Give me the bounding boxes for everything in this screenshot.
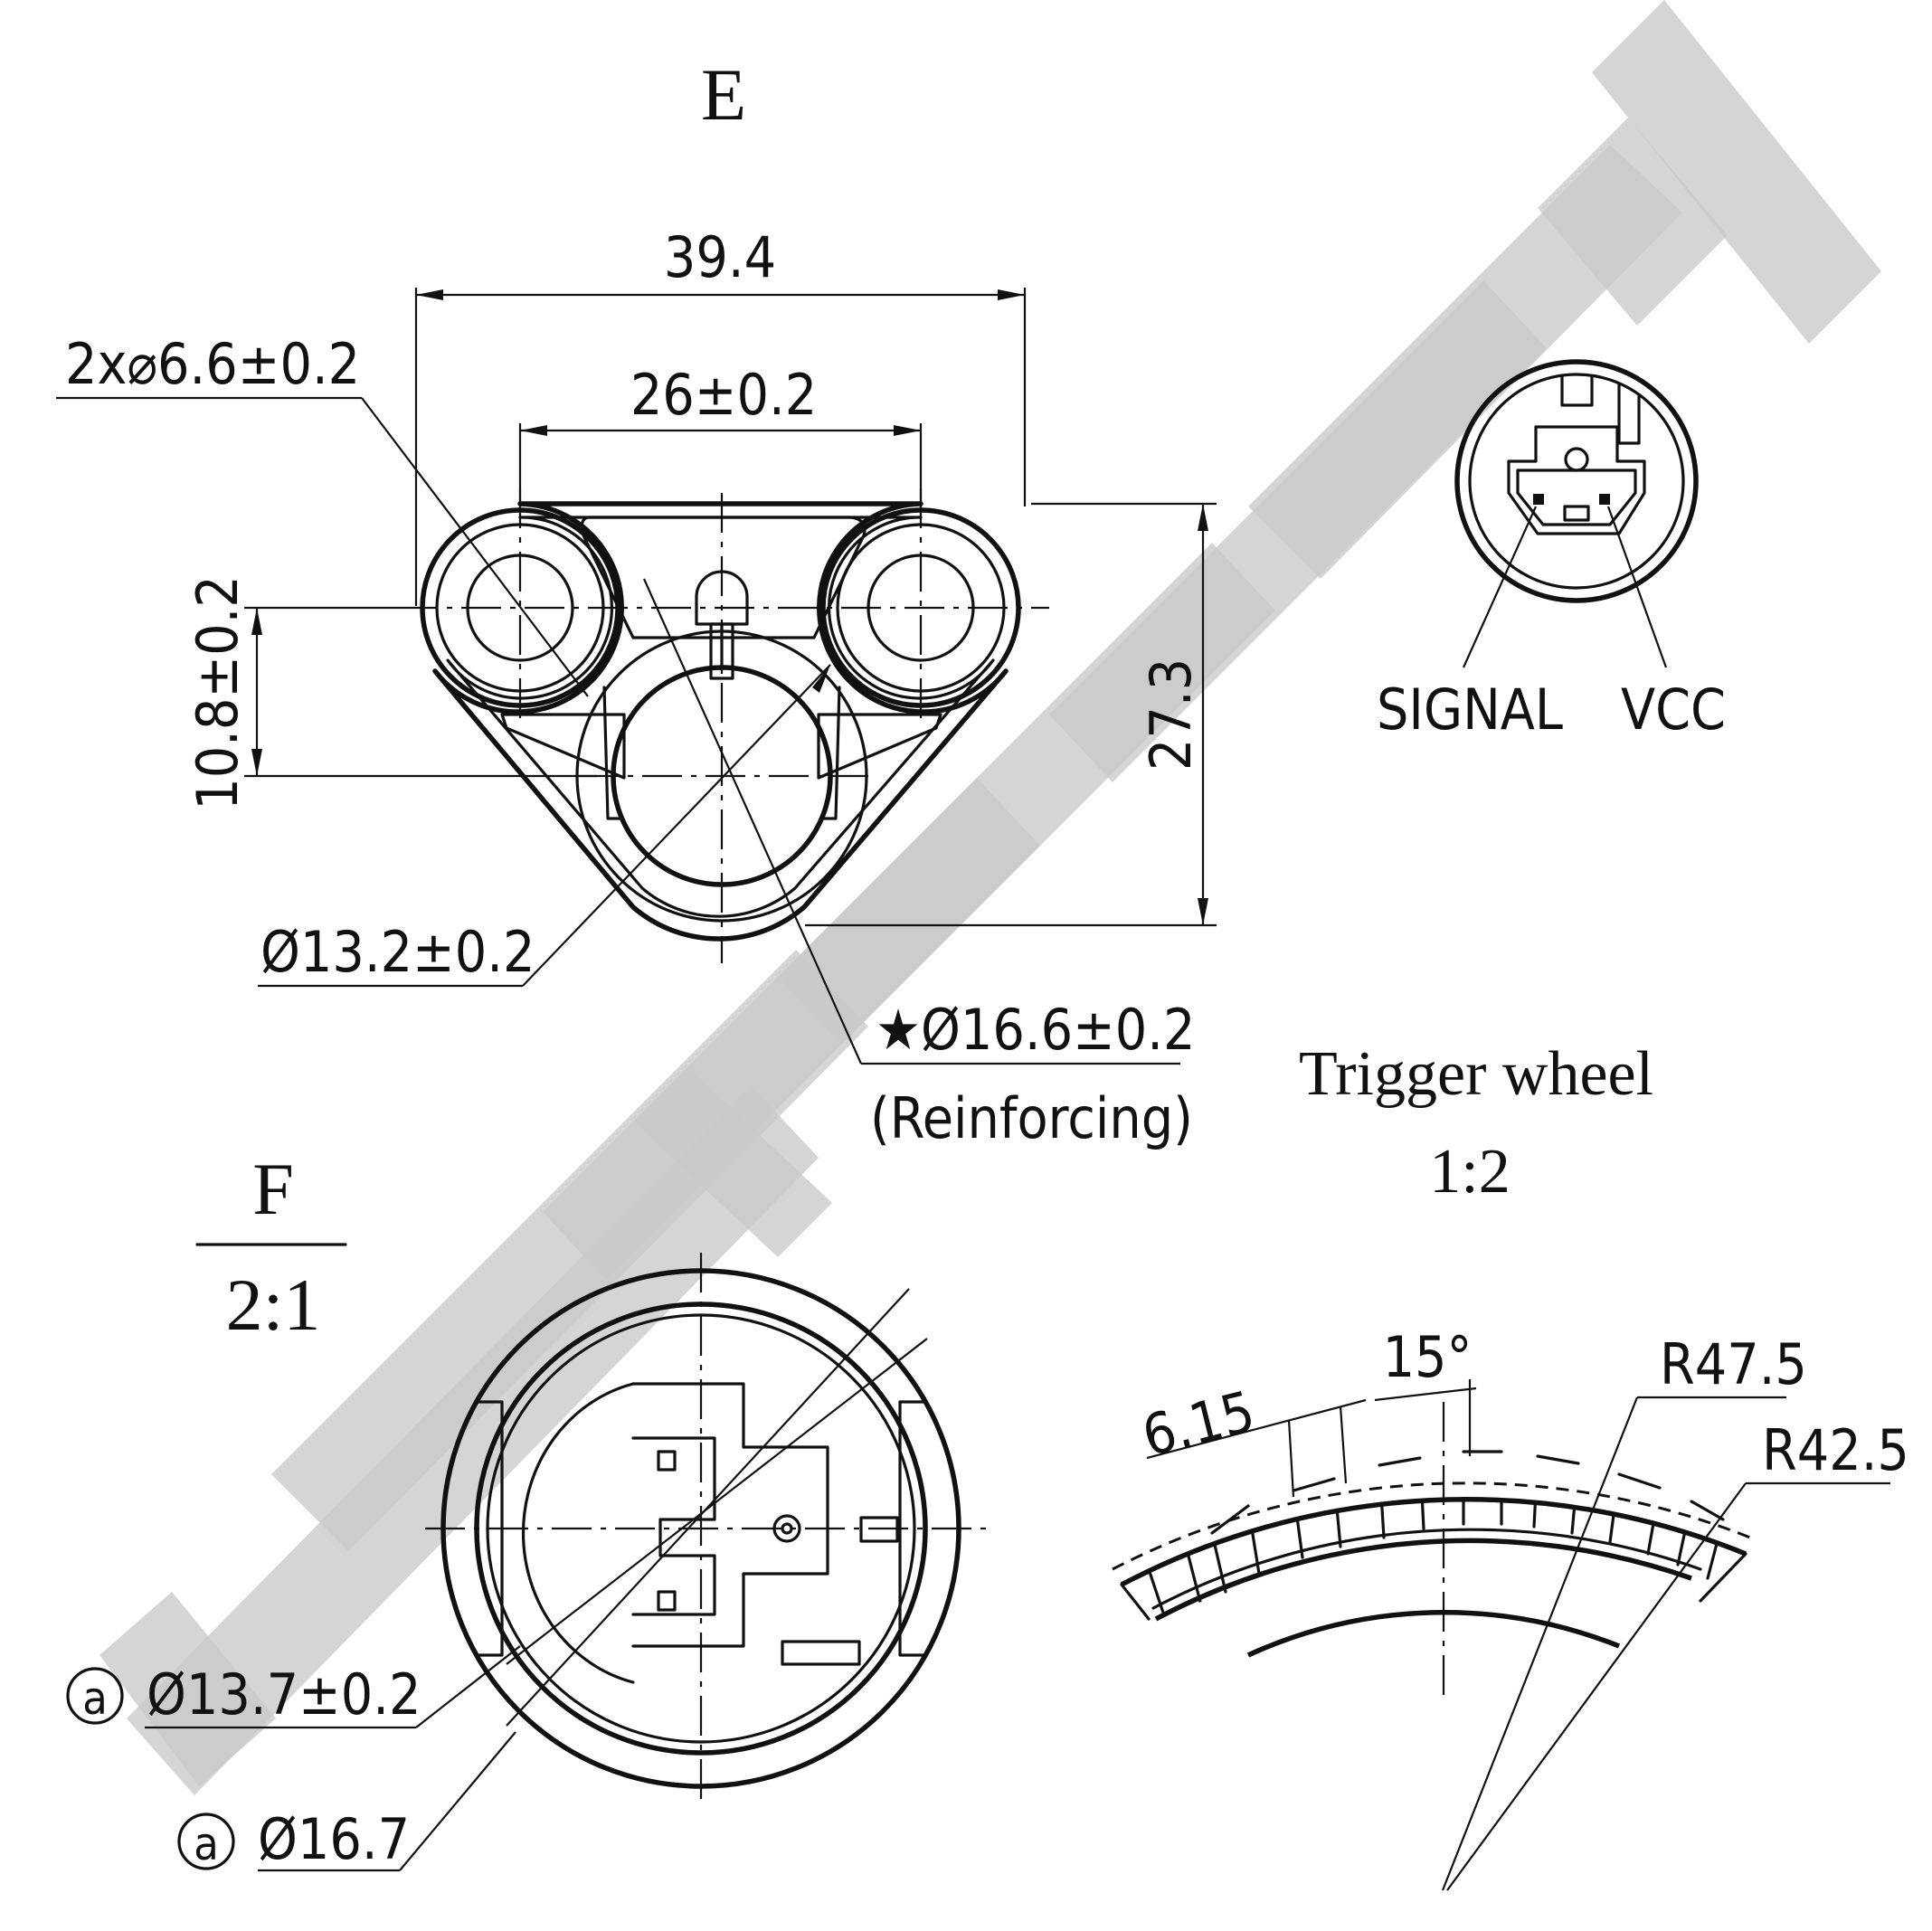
view-e: E 39.4 26±0.2 2x⌀6.6±0.2 bbox=[56, 53, 1217, 1151]
dim-inner-dia: Ø13.2±0.2 bbox=[260, 919, 535, 985]
pin-signal-label: SIGNAL bbox=[1377, 677, 1563, 743]
trigger-wheel-title: Trigger wheel bbox=[1299, 1039, 1653, 1109]
view-f-scale: 2:1 bbox=[226, 1264, 321, 1346]
dim-a-outer: Ø16.7 bbox=[258, 1806, 410, 1872]
marker-a-2: a bbox=[194, 1818, 219, 1870]
dim-tooth-width: 6.15 bbox=[1136, 1378, 1261, 1470]
dim-width: 39.4 bbox=[664, 224, 776, 290]
dim-r-outer: R47.5 bbox=[1660, 1331, 1807, 1397]
dim-holes: 2x⌀6.6±0.2 bbox=[65, 331, 360, 397]
pin-vcc-label: VCC bbox=[1621, 677, 1726, 743]
dim-offset: 10.8±0.2 bbox=[185, 575, 251, 810]
dim-a-inner: Ø13.7±0.2 bbox=[147, 1661, 421, 1727]
dim-r-inner: R42.5 bbox=[1762, 1417, 1909, 1483]
view-f-title: F bbox=[252, 1148, 294, 1230]
view-e-title: E bbox=[701, 53, 746, 136]
connector-view: SIGNAL VCC bbox=[1377, 359, 1726, 743]
trigger-wheel-scale: 1:2 bbox=[1429, 1137, 1510, 1207]
dim-hole-spacing: 26±0.2 bbox=[630, 362, 817, 428]
trigger-wheel: Trigger wheel 1:2 6.15 15° bbox=[1112, 1039, 1909, 1891]
marker-a-1: a bbox=[82, 1672, 108, 1725]
watermark bbox=[99, 0, 1881, 1795]
dim-outer-dia: ★Ø16.6±0.2 bbox=[876, 997, 1195, 1063]
dim-height: 27.3 bbox=[1138, 658, 1204, 771]
dim-angle: 15° bbox=[1383, 1324, 1473, 1390]
view-f: F 2:1 a Ø13.7±0.2 bbox=[66, 1148, 986, 1872]
dim-outer-note: (Reinforcing) bbox=[870, 1085, 1193, 1151]
